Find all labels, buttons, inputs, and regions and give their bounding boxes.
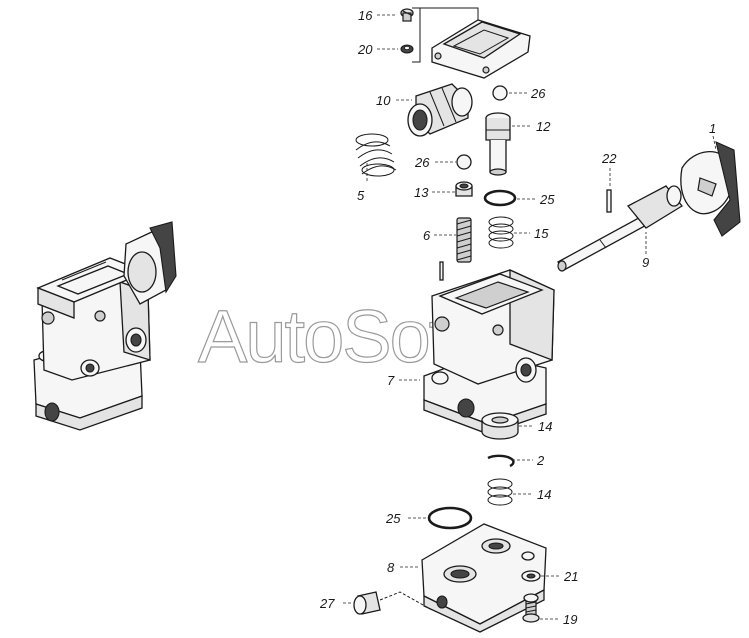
callout-8: 8 bbox=[387, 560, 395, 575]
part-22-washer bbox=[521, 570, 541, 582]
part-24-oring bbox=[483, 189, 517, 207]
part-cover bbox=[431, 19, 531, 79]
part-26-ball-upper bbox=[492, 85, 508, 101]
callout-13: 13 bbox=[414, 185, 429, 200]
callout-21: 20 bbox=[357, 42, 373, 57]
part-21-washer bbox=[400, 44, 414, 54]
callout-22: 21 bbox=[563, 569, 578, 584]
part-23-pin-center bbox=[439, 261, 444, 281]
part-8-housing bbox=[421, 523, 547, 633]
callout-5: 5 bbox=[357, 188, 365, 203]
callout-7: 7 bbox=[387, 373, 395, 388]
leader-lines bbox=[343, 14, 717, 620]
part-1-lever bbox=[680, 141, 741, 237]
callout-2: 2 bbox=[536, 453, 545, 468]
watermark-text: AutoSoft bbox=[198, 295, 468, 378]
callout-20: 19 bbox=[563, 612, 577, 627]
part-19-screw bbox=[400, 8, 414, 22]
part-5-spring bbox=[355, 133, 397, 177]
part-14-spring bbox=[487, 478, 513, 506]
callout-19: 16 bbox=[358, 8, 373, 23]
part-26-ball-lower bbox=[456, 154, 472, 170]
part-7-valve-body bbox=[423, 268, 555, 435]
callout-12: 12 bbox=[536, 119, 551, 134]
callout-6: 6 bbox=[423, 228, 431, 243]
callout-10: 10 bbox=[376, 93, 391, 108]
part-9-shaft bbox=[557, 185, 683, 272]
part-10-fitting bbox=[407, 83, 473, 137]
callout-27: 27 bbox=[319, 596, 335, 611]
part-25-oring bbox=[427, 506, 473, 530]
watermark: AutoSoft bbox=[197, 294, 470, 378]
assembled-valve bbox=[33, 221, 177, 431]
part-20-bolt bbox=[522, 593, 540, 623]
part-27-plug bbox=[353, 591, 433, 615]
part-23-pin-right bbox=[606, 189, 612, 213]
callout-1: 1 bbox=[709, 121, 716, 136]
part-13-bushing bbox=[455, 181, 473, 197]
part-15-spring bbox=[488, 216, 514, 249]
part-2-retaining-ring bbox=[487, 454, 515, 468]
callout-25: 25 bbox=[385, 511, 401, 526]
part-12-plunger bbox=[485, 112, 511, 176]
callout-16: 14 bbox=[538, 419, 552, 434]
callout-23-right: 22 bbox=[601, 151, 617, 166]
part-6-spring bbox=[456, 217, 472, 263]
callout-26-upper: 26 bbox=[530, 86, 546, 101]
callout-14: 14 bbox=[537, 487, 551, 502]
callout-labels: 16 20 10 26 12 1 22 26 5 13 25 6 15 9 7 … bbox=[319, 8, 716, 627]
callout-15: 15 bbox=[534, 226, 549, 241]
part-16-seal bbox=[481, 412, 519, 440]
callout-24: 25 bbox=[539, 192, 555, 207]
callout-26-lower: 26 bbox=[414, 155, 430, 170]
callout-9: 9 bbox=[642, 255, 649, 270]
